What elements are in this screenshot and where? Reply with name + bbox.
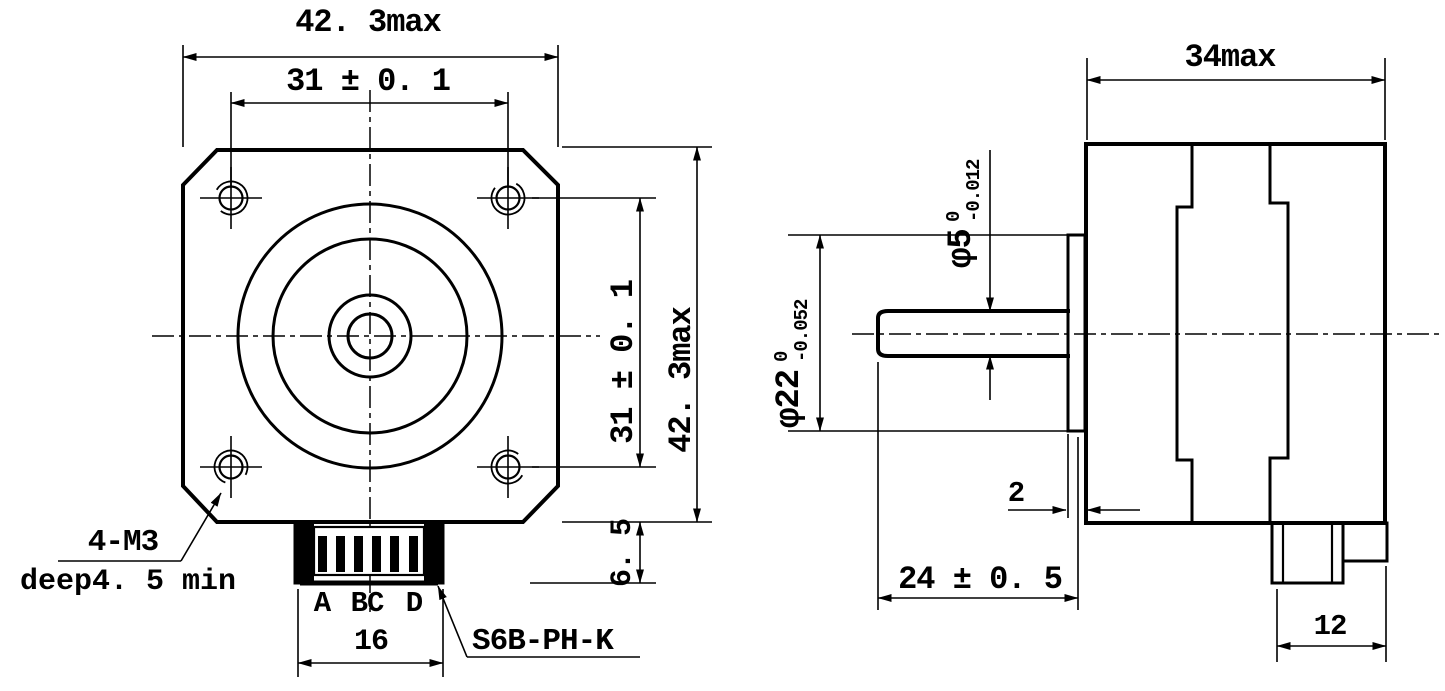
- dim-boss-diameter: φ22 0 -0.052: [771, 234, 1085, 432]
- dim-connector-depth: 12: [1276, 566, 1387, 662]
- dim-front-connector-height: 6. 5: [530, 519, 656, 587]
- connector-pin: [390, 536, 399, 572]
- boss-dia-main: φ22: [771, 370, 809, 428]
- dim-text-connector-width: 16: [354, 625, 388, 659]
- leader-line: [437, 585, 468, 658]
- dim-text-depth: 34max: [1184, 39, 1276, 76]
- dim-text-hole-spacing-top: 31 ± 0. 1: [286, 63, 450, 100]
- connector-pins: [318, 536, 418, 572]
- front-view: A BC D 42. 3max 31 ± 0. 1 31 ± 0. 1: [20, 4, 712, 677]
- dim-text-boss-thickness: 2: [1008, 477, 1024, 510]
- boss-dia-tol-upper: 0: [771, 351, 793, 362]
- dim-shaft-diameter: φ5 0 -0.012: [943, 150, 994, 400]
- pin-label-a: A: [314, 587, 332, 620]
- dim-front-width: 42. 3max: [182, 4, 559, 147]
- connector-pin-labels: A BC D: [314, 587, 424, 620]
- boss-dia-tol-lower: -0.052: [791, 299, 813, 362]
- dim-side-depth: 34max: [1086, 39, 1386, 140]
- shaft-dia-tol-upper: 0: [943, 211, 965, 222]
- thread-arc: [213, 180, 249, 216]
- connector-pin: [409, 536, 418, 572]
- connector-pin: [318, 536, 327, 572]
- side-view: 34max φ5 0 -0.012 φ22 0 -0.052: [771, 39, 1443, 662]
- connector-pin: [372, 536, 381, 572]
- mount-hole-bottom-right: [477, 436, 539, 498]
- connector-wall-left: [296, 523, 314, 582]
- dim-text-shaft-length: 24 ± 0. 5: [898, 561, 1062, 598]
- front-connector: A BC D: [293, 520, 445, 620]
- dim-text-hole-spacing-right: 31 ± 0. 1: [605, 280, 642, 444]
- thread-arc: [490, 180, 526, 216]
- dim-front-hole-spacing-right: 31 ± 0. 1: [532, 197, 656, 468]
- thread-arc: [490, 449, 526, 485]
- dim-text-height-right: 42. 3max: [663, 306, 700, 452]
- boss-diameter-label: φ22 0 -0.052: [771, 299, 813, 428]
- dim-boss-thickness: 2: [1008, 434, 1140, 518]
- dim-front-height-right: 42. 3max: [562, 146, 712, 523]
- shaft-dia-tol-lower: -0.012: [963, 159, 985, 222]
- side-connector: [1270, 521, 1389, 585]
- side-connector-tab: [1341, 521, 1389, 563]
- dim-front-hole-spacing-top: 31 ± 0. 1: [230, 63, 509, 188]
- connector-part-label: S6B-PH-K: [472, 624, 614, 659]
- mount-hole-bottom-left: [200, 436, 262, 498]
- mount-note-line1: 4-M3: [88, 525, 159, 560]
- lamination-step-rear: [1268, 144, 1290, 523]
- pin-label-bc: BC: [351, 587, 384, 620]
- mount-note-line2: deep4. 5 min: [20, 565, 236, 599]
- shaft-diameter-label: φ5 0 -0.012: [943, 159, 985, 268]
- mount-hole-note: 4-M3 deep4. 5 min: [20, 492, 236, 599]
- dim-front-connector-width: 16: [297, 589, 444, 677]
- dim-shaft-length: 24 ± 0. 5: [877, 362, 1079, 610]
- side-connector-outline: [1270, 521, 1345, 585]
- connector-pin: [354, 536, 363, 572]
- pilot-boss: [1066, 233, 1087, 433]
- dim-text-connector-height: 6. 5: [606, 519, 640, 587]
- pin-label-d: D: [406, 587, 423, 620]
- shaft-boss-circle: [327, 293, 413, 379]
- pilot-raised-ring-outer: [236, 202, 504, 470]
- shaft-outline: [876, 309, 1070, 358]
- dim-text-connector-depth: 12: [1314, 610, 1347, 643]
- shaft-circle: [346, 312, 394, 360]
- motor-face-outline: [181, 148, 560, 524]
- leader-line: [180, 492, 222, 562]
- connector-wall-right: [424, 523, 442, 582]
- connector-pin: [336, 536, 345, 572]
- connector-slot: [312, 525, 426, 577]
- thread-arc: [213, 449, 249, 485]
- face-circles: [236, 202, 504, 470]
- front-centerlines: [152, 90, 600, 612]
- connector-part-note: S6B-PH-K: [437, 585, 640, 659]
- dim-text-width-top: 42. 3max: [295, 4, 441, 41]
- pilot-raised-ring-inner: [271, 237, 469, 435]
